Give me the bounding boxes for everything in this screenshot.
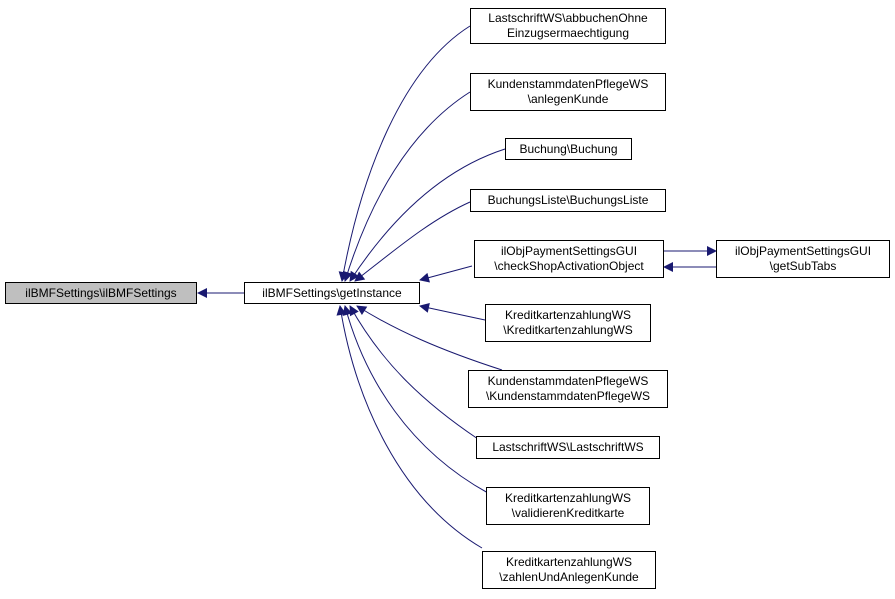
edge-checkshop-to-getinstance <box>419 265 473 283</box>
node-get-sub-tabs[interactable]: ilObjPaymentSettingsGUI \getSubTabs <box>716 240 890 278</box>
node-label-line2: \anlegenKunde <box>527 92 609 106</box>
node-anlegen-kunde[interactable]: KundenstammdatenPflegeWS \anlegenKunde <box>470 73 666 111</box>
node-label-line2: \KundenstammdatenPflegeWS <box>485 389 651 403</box>
node-label-line2: \KreditkartenzahlungWS <box>503 323 633 337</box>
edge-anlegen-to-getinstance <box>342 91 471 282</box>
edge-kkws-to-getinstance <box>419 303 486 321</box>
edge-ksws-to-getinstance <box>356 305 503 371</box>
node-ilbmfsettings-constructor: ilBMFSettings\ilBMFSettings <box>5 282 197 304</box>
node-validieren-kreditkarte[interactable]: KreditkartenzahlungWS \validierenKreditk… <box>486 487 650 525</box>
node-label-line2: \getSubTabs <box>769 259 837 273</box>
node-label-line1: KreditkartenzahlungWS <box>505 555 633 569</box>
node-label-line2: \zahlenUndAnlegenKunde <box>499 570 639 584</box>
node-label: LastschriftWS\LastschriftWS <box>492 440 644 454</box>
node-label-line1: KundenstammdatenPflegeWS <box>487 77 649 91</box>
node-kundenstammdatenpflegews[interactable]: KundenstammdatenPflegeWS \Kundenstammdat… <box>468 370 668 408</box>
edge-zahlen-to-getinstance <box>336 305 483 549</box>
node-label-line2: \validierenKreditkarte <box>511 506 625 520</box>
node-label-line1: ilObjPaymentSettingsGUI <box>734 244 872 258</box>
node-label: ilBMFSettings\getInstance <box>262 285 402 300</box>
node-check-shop-activation-object[interactable]: ilObjPaymentSettingsGUI \checkShopActiva… <box>474 240 664 278</box>
node-label-line1: ilObjPaymentSettingsGUI <box>500 244 638 258</box>
node-label-line1: KundenstammdatenPflegeWS <box>487 374 649 388</box>
node-label-line1: LastschriftWS\abbuchenOhne <box>488 11 648 25</box>
edge-buchung-to-getinstance <box>349 148 506 282</box>
node-label-line1: KreditkartenzahlungWS <box>504 308 632 322</box>
node-lastschriftws[interactable]: LastschriftWS\LastschriftWS <box>476 436 660 459</box>
edge-abbuchen-to-getinstance <box>338 25 471 282</box>
node-buchung[interactable]: Buchung\Buchung <box>505 138 632 160</box>
edge-liste-to-getinstance <box>354 201 471 282</box>
node-getinstance[interactable]: ilBMFSettings\getInstance <box>244 282 420 304</box>
node-zahlen-und-anlegen-kunde[interactable]: KreditkartenzahlungWS \zahlenUndAnlegenK… <box>482 551 656 589</box>
node-kreditkartenzahlungws[interactable]: KreditkartenzahlungWS \Kreditkartenzahlu… <box>485 304 651 342</box>
node-label: ilBMFSettings\ilBMFSettings <box>25 285 177 300</box>
node-label-line2: \checkShopActivationObject <box>494 259 644 273</box>
node-label-line2: Einzugsermaechtigung <box>506 26 630 40</box>
node-label: Buchung\Buchung <box>519 141 618 156</box>
node-label: BuchungsListe\BuchungsListe <box>487 193 649 207</box>
node-label-line1: KreditkartenzahlungWS <box>504 491 632 505</box>
node-buchungsliste[interactable]: BuchungsListe\BuchungsListe <box>470 189 666 212</box>
node-abbuchen-ohne-einzugsermaechtigung[interactable]: LastschriftWS\abbuchenOhne Einzugsermaec… <box>470 8 666 44</box>
edge-lsws-to-getinstance <box>349 305 479 440</box>
edge-valid-to-getinstance <box>342 305 489 494</box>
